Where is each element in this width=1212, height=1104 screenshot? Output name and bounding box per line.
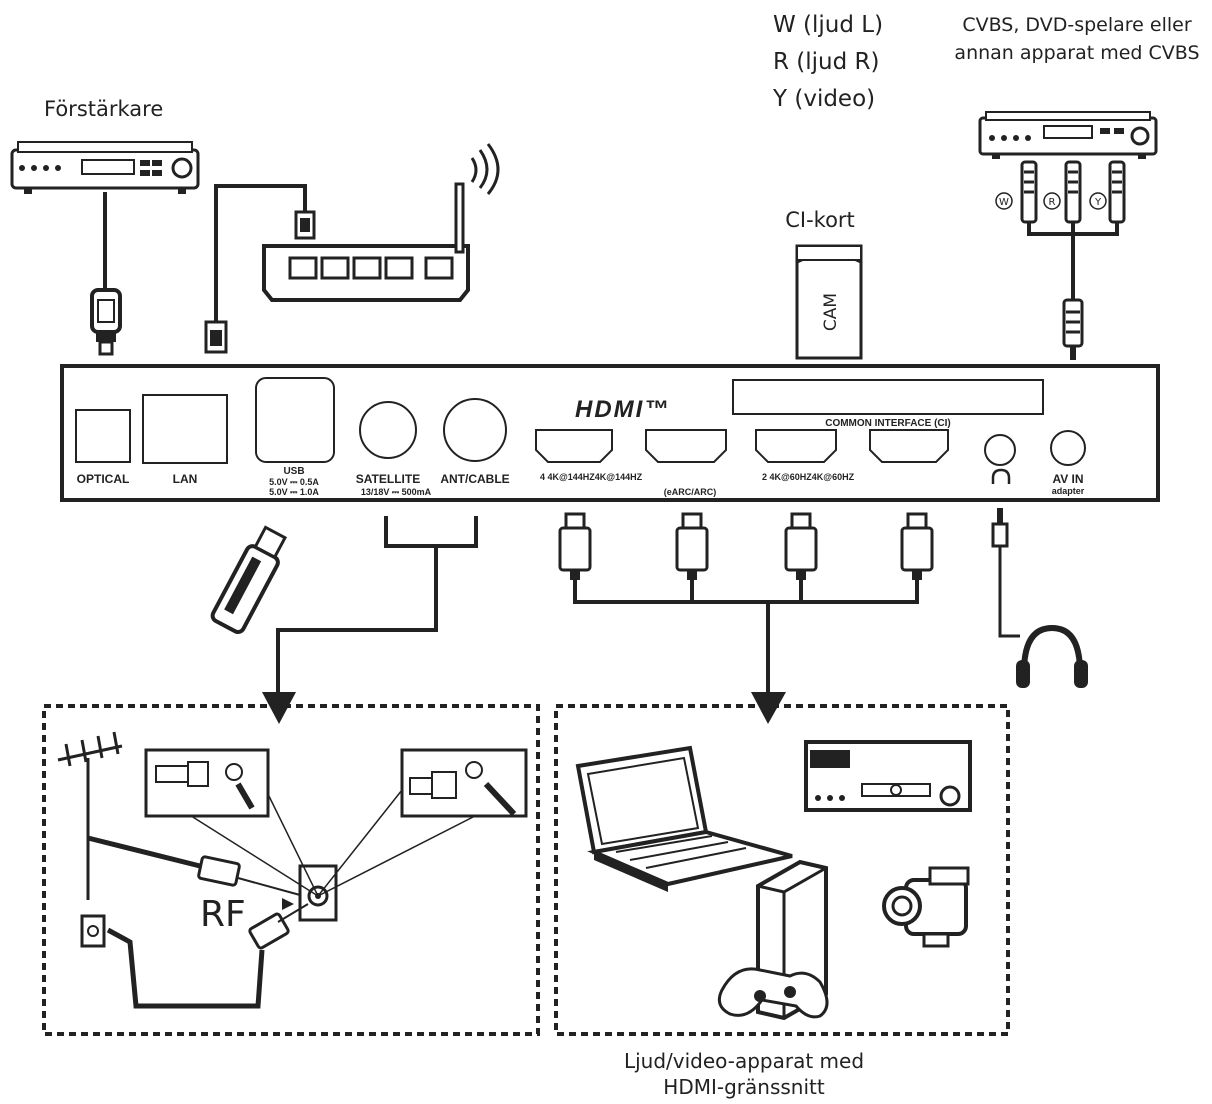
hdmi-group1-label: 4 4K@144HZ4K@144HZ bbox=[540, 472, 643, 482]
usb-rating-2: 5.0V ⎓ 1.0A bbox=[269, 487, 319, 497]
hdmi-devices-label-line1: Ljud/video-apparat med bbox=[624, 1049, 864, 1073]
usb-stick-icon bbox=[210, 525, 288, 635]
av-in-adapter-label: adapter bbox=[1052, 486, 1085, 496]
satellite-port-label: SATELLITE bbox=[356, 472, 420, 486]
amplifier-icon bbox=[10, 141, 200, 194]
hdmi-connector-lines bbox=[573, 580, 919, 692]
ci-card-icon: CAM bbox=[795, 244, 863, 360]
rf-small-arrow-icon bbox=[282, 898, 294, 910]
common-interface-label: COMMON INTERFACE (CI) bbox=[825, 418, 951, 429]
gamepad-icon bbox=[717, 967, 829, 1019]
lan-plug-bottom-icon bbox=[204, 320, 228, 354]
rf-connect-arrow-1 bbox=[237, 877, 301, 896]
antenna-cable bbox=[87, 835, 201, 869]
optical-port-label: OPTICAL bbox=[77, 472, 130, 486]
headphone-plug-icon bbox=[991, 508, 1009, 548]
hdmi-port-3 bbox=[755, 429, 837, 463]
satellite-rating: 13/18V ⎓ 500mA bbox=[361, 487, 432, 497]
rf-devices-box bbox=[42, 704, 540, 1036]
ci-card-label: CI-kort bbox=[785, 208, 855, 232]
rf-label: RF bbox=[200, 894, 246, 935]
headphones-icon bbox=[1016, 624, 1088, 688]
video-label: Y (video) bbox=[772, 86, 875, 112]
rca-marker-r: R bbox=[1043, 192, 1061, 210]
hdmi-group2-label: 2 4K@60HZ4K@60HZ bbox=[762, 472, 855, 482]
hdmi-arrow-icon bbox=[751, 692, 786, 724]
optical-port bbox=[75, 409, 131, 463]
headphone-cable bbox=[998, 546, 1020, 638]
lan-cable bbox=[214, 184, 307, 322]
coax-plug-1-icon bbox=[197, 855, 241, 887]
rf-connect-arrow-2 bbox=[277, 903, 309, 923]
usb-rating-1: 5.0V ⎓ 0.5A bbox=[269, 477, 319, 487]
satellite-port bbox=[359, 401, 417, 459]
zoom-inset-right bbox=[400, 748, 528, 818]
rf-connector-lines bbox=[276, 516, 478, 692]
hdmi-port-2 bbox=[645, 429, 727, 463]
headphone-port bbox=[984, 434, 1016, 466]
headphone-symbol-icon bbox=[991, 468, 1011, 484]
cvbs-label-line2: annan apparat med CVBS bbox=[954, 42, 1199, 64]
wall-socket-icon bbox=[298, 864, 338, 922]
lan-port-label: LAN bbox=[173, 472, 198, 486]
ant-cable-port-label: ANT/CABLE bbox=[440, 472, 509, 486]
hdmi-plug-3-icon bbox=[784, 512, 818, 580]
svg-text:Y: Y bbox=[1094, 197, 1102, 208]
dvd-player-icon bbox=[978, 111, 1158, 159]
lan-plug-top-icon bbox=[294, 210, 316, 240]
svg-text:W: W bbox=[999, 197, 1009, 208]
av-in-label: AV IN bbox=[1052, 472, 1083, 486]
av-in-port bbox=[1050, 430, 1086, 466]
antenna-icon bbox=[57, 731, 123, 900]
rca-marker-y: Y bbox=[1089, 192, 1107, 210]
hdmi-port-1 bbox=[535, 429, 613, 463]
lan-port bbox=[142, 394, 228, 464]
optical-plug-icon bbox=[90, 288, 122, 356]
hdmi-logo: HDMI™ bbox=[575, 396, 670, 423]
connector-panel: OPTICAL LAN USB 5.0V ⎓ 0.5A 5.0V ⎓ 1.0A … bbox=[60, 364, 1160, 502]
zoom-inset-left bbox=[144, 748, 270, 818]
amplifier-label: Förstärkare bbox=[44, 97, 163, 121]
hdmi-plug-1-icon bbox=[558, 512, 592, 580]
camcorder-icon bbox=[882, 866, 970, 948]
audio-left-label: W (ljud L) bbox=[773, 12, 883, 38]
dvd-recorder-icon bbox=[804, 740, 972, 812]
ci-slot bbox=[732, 379, 1044, 415]
wall-cable bbox=[106, 927, 265, 1009]
hdmi-port-4 bbox=[869, 429, 949, 463]
hdmi-devices-box bbox=[554, 704, 1010, 1036]
usb-port bbox=[255, 377, 335, 463]
router-icon bbox=[262, 143, 500, 302]
rca-marker-w: W bbox=[995, 192, 1013, 210]
ant-cable-port bbox=[443, 398, 507, 462]
audio-right-label: R (ljud R) bbox=[773, 49, 880, 75]
cam-label: CAM bbox=[821, 293, 841, 331]
hdmi-devices-label-line2: HDMI-gränssnitt bbox=[663, 1075, 825, 1099]
laptop-icon bbox=[575, 745, 793, 892]
rca-plugs-icon bbox=[1020, 160, 1126, 360]
cvbs-label-line1: CVBS, DVD-spelare eller bbox=[962, 14, 1192, 36]
zoom-lines bbox=[149, 789, 527, 897]
wall-plate-icon bbox=[80, 914, 106, 948]
svg-text:R: R bbox=[1049, 197, 1056, 208]
usb-port-label: USB bbox=[283, 466, 304, 477]
hdmi-plug-2-icon bbox=[675, 512, 709, 580]
hdmi-plug-4-icon bbox=[900, 512, 934, 580]
earc-label: (eARC/ARC) bbox=[664, 487, 717, 497]
